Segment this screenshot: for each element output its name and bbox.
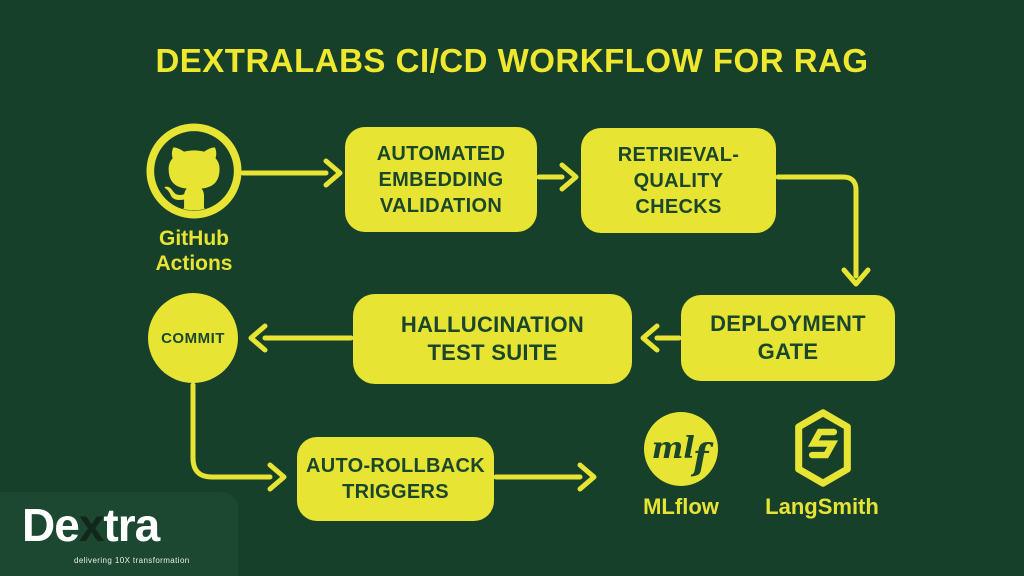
connector-rollback-to-tools-arrowhead (577, 462, 597, 492)
connector-validation-to-retrieval-arrowhead (559, 162, 579, 192)
connector-retrieval-to-deployment (775, 174, 859, 279)
node-label-line: HALLUCINATION (400, 312, 585, 337)
node-label-line: TRIGGERS (342, 481, 449, 503)
node-label-line: QUALITY (633, 169, 724, 192)
langsmith-label: LangSmith (765, 494, 879, 519)
flow-node-deployment-gate: DEPLOYMENT GATE (681, 295, 895, 381)
connector-hallucination-to-commit-arrowhead (248, 323, 268, 353)
connector-commit-to-rollback (190, 382, 273, 480)
langsmith-hexagon-icon (791, 408, 855, 493)
brand-text: tra (103, 499, 160, 551)
flow-node-auto-rollback-triggers: AUTO-ROLLBACK TRIGGERS (297, 437, 494, 521)
mlflow-label: MLflow (643, 494, 719, 519)
connector-github-to-validation-arrowhead (323, 158, 343, 188)
node-label-line: EMBEDDING (378, 168, 504, 191)
github-actions-label-line1: GitHub (159, 227, 229, 250)
connector-commit-to-rollback-arrowhead (267, 462, 287, 492)
github-actions-label: GitHub Actions (120, 226, 268, 276)
flow-node-hallucination-test-suite: HALLUCINATION TEST SUITE (353, 294, 632, 384)
flow-node-commit: COMMIT (148, 293, 238, 383)
node-label-line: VALIDATION (379, 194, 503, 217)
commit-label: COMMIT (161, 329, 225, 347)
brand-text-x: x (78, 499, 105, 551)
brand-text: De (22, 499, 80, 551)
mlflow-icon-text: ml (651, 431, 695, 466)
node-label-line: AUTOMATED (376, 142, 506, 165)
brand-panel (0, 492, 238, 576)
connector-retrieval-to-deployment-arrowhead (841, 267, 871, 287)
node-label-line: DEPLOYMENT (710, 311, 866, 336)
node-label-line: GATE (757, 339, 819, 364)
dextra-logo: Dextra (22, 498, 160, 552)
flow-node-retrieval-quality-checks: RETRIEVAL- QUALITY CHECKS (581, 128, 776, 233)
github-actions-label-line2: Actions (155, 252, 233, 275)
flow-node-automated-embedding-validation: AUTOMATED EMBEDDING VALIDATION (345, 127, 537, 232)
mlflow-icon-text: f (692, 437, 709, 479)
node-label-line: AUTO-ROLLBACK (305, 455, 486, 477)
node-label-line: CHECKS (635, 195, 722, 218)
connector-deployment-to-hallucination-arrowhead (640, 323, 660, 353)
github-octocat-icon (146, 123, 242, 224)
node-label-line: TEST SUITE (427, 340, 558, 365)
node-label-line: RETRIEVAL- (617, 143, 740, 166)
page-title: DEXTRALABS CI/CD WORKFLOW FOR RAG (155, 42, 869, 79)
mlflow-monogram-icon: ml f (644, 412, 718, 486)
brand-tagline: delivering 10X transformation (74, 556, 190, 565)
